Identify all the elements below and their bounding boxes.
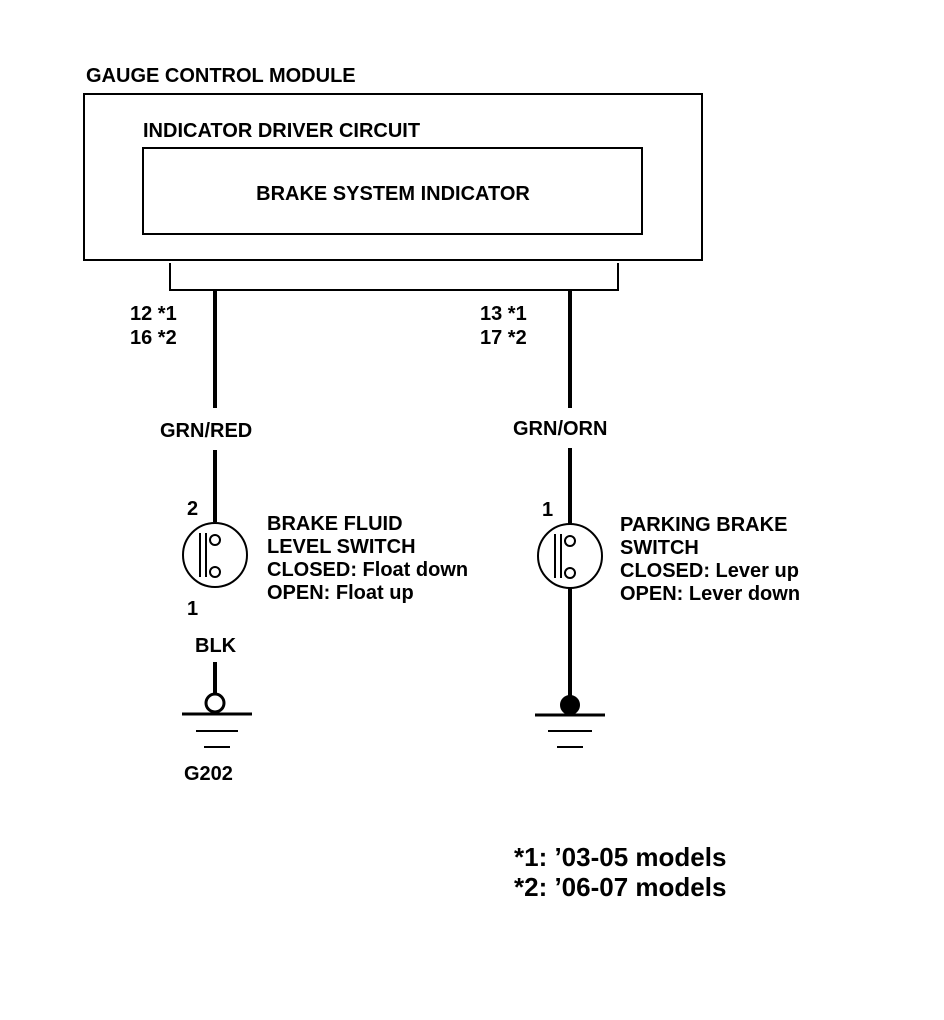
right-switch-pin-top: 1 [542,499,553,521]
left-switch-pin-bottom: 1 [187,598,198,620]
left-pin-line1: 12 *1 [130,303,177,325]
right-pin-line2: 17 *2 [480,327,527,349]
left-switch-name-line2: LEVEL SWITCH [267,536,416,558]
right-switch-name-line2: SWITCH [620,537,699,559]
left-switch-name-line1: BRAKE FLUID [267,513,403,535]
connector-bracket [169,263,619,291]
ground-label: G202 [184,763,233,785]
left-pin-line2: 16 *2 [130,327,177,349]
left-switch-open: OPEN: Float up [267,582,414,604]
left-wire-color: GRN/RED [160,420,252,442]
right-switch-closed: CLOSED: Lever up [620,560,799,582]
parking-brake-switch [537,523,603,589]
right-switch-open: OPEN: Lever down [620,583,800,605]
module-title: GAUGE CONTROL MODULE [86,65,356,87]
footnote-2: *2: ’06-07 models [514,872,726,902]
circuit-label: INDICATOR DRIVER CIRCUIT [143,120,420,142]
brake-fluid-level-switch [182,522,248,588]
right-ground-symbol [535,713,605,748]
left-ground-symbol [182,712,252,748]
left-switch-closed: CLOSED: Float down [267,559,468,581]
footnote-1: *1: ’03-05 models [514,842,726,872]
gauge-control-module-box [83,93,703,261]
right-wire-color: GRN/ORN [513,418,607,440]
right-pin-line1: 13 *1 [480,303,527,325]
left-switch-pin-top: 2 [187,498,198,520]
right-switch-name-line1: PARKING BRAKE [620,514,787,536]
indicator-label: BRAKE SYSTEM INDICATOR [256,183,530,205]
indicator-driver-box [142,147,643,235]
left-ground-wire-color: BLK [195,635,237,657]
ground-terminal-solid [560,695,580,715]
ground-terminal-open [204,692,226,714]
